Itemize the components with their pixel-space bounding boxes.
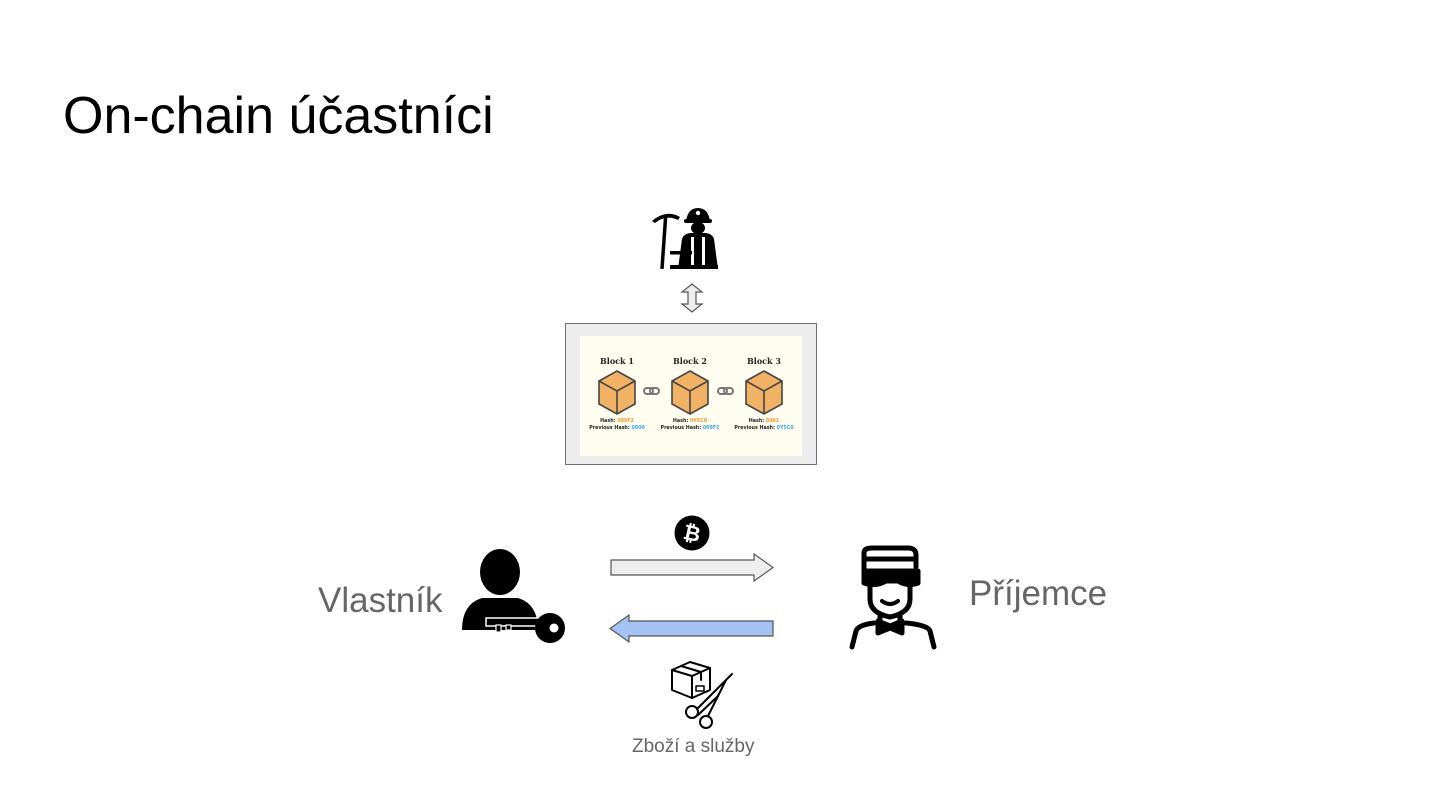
block-hash: Hash: 009F2 Previous Hash: 0000 — [589, 419, 645, 431]
blockchain-image: Block 1 Block 2 Block 3 — [565, 323, 817, 465]
up-down-arrow-icon — [680, 283, 704, 313]
recipient-label: Příjemce — [969, 574, 1108, 613]
cube-icon — [745, 370, 783, 415]
owner-label: Vlastník — [318, 581, 443, 620]
left-arrow-icon — [608, 613, 775, 644]
block-hash: Hash: 8961 Previous Hash: 0Y5C0 — [734, 419, 794, 431]
miner-icon — [650, 205, 722, 271]
chain-link-icon — [643, 387, 660, 395]
box-and-scissors-icon — [668, 658, 738, 730]
slide-title: On-chain účastníci — [63, 87, 494, 145]
bitcoin-icon: ₿ — [674, 515, 710, 551]
blockchain-panel: Block 1 Block 2 Block 3 — [580, 336, 802, 456]
user-with-key-icon — [460, 548, 568, 648]
block-title: Block 3 — [747, 356, 781, 366]
block-title: Block 1 — [600, 356, 634, 366]
cube-icon — [598, 370, 636, 415]
chain-link-icon — [717, 387, 734, 395]
right-arrow-icon — [610, 552, 775, 583]
block-title: Block 2 — [673, 356, 707, 366]
goods-label: Zboží a služby — [632, 736, 755, 757]
block-hash: Hash: 0Y5C0 Previous Hash: 009F2 — [660, 419, 720, 431]
cube-icon — [671, 370, 709, 415]
person-with-glasses-icon — [848, 545, 938, 650]
svg-text:₿: ₿ — [681, 520, 703, 547]
